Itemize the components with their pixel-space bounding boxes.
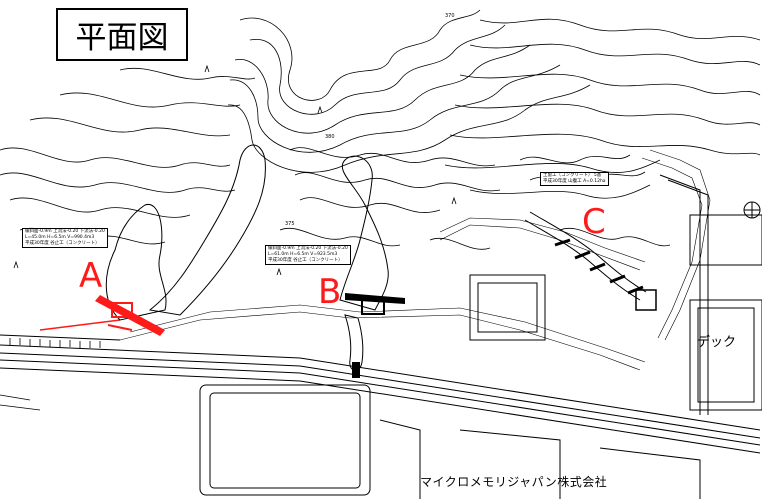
contour-label: 370 bbox=[445, 13, 455, 19]
marker-a: A bbox=[79, 256, 103, 296]
company-label: マイクロメモリジャパン株式会社 bbox=[420, 475, 608, 489]
annotation-line: L=45.0m H=6.5m V=990.4m3 bbox=[25, 235, 95, 240]
vegetation-symbols bbox=[13, 64, 457, 276]
slope-hatching bbox=[119, 149, 711, 371]
north-arrow-icon bbox=[743, 201, 761, 219]
contour-label: 380 bbox=[325, 134, 335, 140]
annotation-line: 緩斜面-0.9m 上流法-0.20 下流法-0.20 bbox=[268, 246, 348, 251]
title-box: 平面図 bbox=[56, 8, 188, 61]
buildings bbox=[199, 174, 762, 499]
dam-b bbox=[345, 293, 405, 378]
dam-a bbox=[95, 295, 165, 336]
marker-c: C bbox=[582, 202, 606, 242]
debris-channels bbox=[105, 144, 389, 371]
dam-c-walls bbox=[554, 238, 657, 311]
contour-label: 375 bbox=[285, 221, 295, 227]
road-ticks bbox=[0, 338, 101, 411]
annotation-line: 平成30年度 谷止工（コンクリート） bbox=[268, 258, 343, 263]
annotation-area-c: 土留工（コンクリート） 5基 平成30年度 山腹工 A=0.12ha bbox=[540, 172, 609, 186]
road bbox=[0, 319, 761, 454]
annotation-line: 土留工（コンクリート） 5基 bbox=[543, 173, 602, 178]
annotation-line: 平成30年度 山腹工 A=0.12ha bbox=[543, 179, 606, 184]
deck-label: デック bbox=[697, 335, 737, 350]
annotation-line: 平成30年度 谷止工（コンクリート） bbox=[25, 241, 100, 246]
page-title: 平面図 bbox=[75, 20, 169, 56]
annotation-dam-b: 緩斜面-0.9m 上流法-0.20 下流法-0.20 L=61.0m H=6.5… bbox=[265, 245, 351, 265]
annotation-line: 緩斜面-0.9m 上流法-0.20 下流法-0.20 bbox=[25, 229, 105, 234]
annotation-dam-a: 緩斜面-0.9m 上流法-0.20 下流法-0.20 L=45.0m H=6.5… bbox=[22, 228, 108, 248]
marker-b: B bbox=[318, 272, 342, 312]
annotation-line: L=61.0m H=6.5m V=923.5m3 bbox=[268, 252, 338, 257]
channel-c bbox=[524, 211, 647, 301]
